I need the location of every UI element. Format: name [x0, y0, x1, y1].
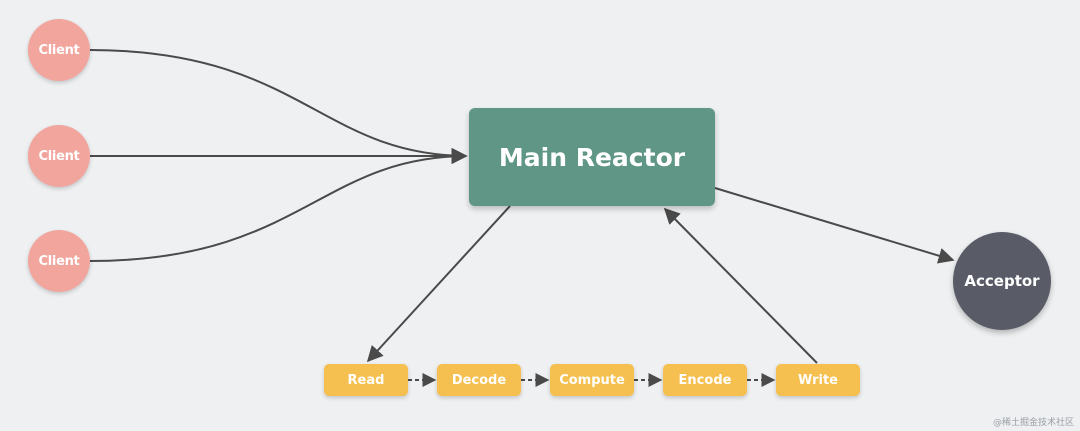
edge-client1-to-reactor [89, 49, 468, 164]
edge-write-to-reactor [663, 207, 818, 364]
acceptor-node: Acceptor [953, 232, 1051, 330]
step-decode: Decode [437, 364, 521, 396]
step-compute: Compute [550, 364, 634, 396]
client-node-2: Client [28, 125, 90, 187]
main-reactor-node: Main Reactor [469, 108, 715, 206]
step-write: Write [776, 364, 860, 396]
watermark-text: @稀土掘金技术社区 [992, 418, 1074, 428]
step-read: Read [324, 364, 408, 396]
edge-client3-to-reactor [89, 148, 468, 262]
edge-reactor-to-read [366, 205, 511, 363]
edge-reactor-to-acceptor [714, 187, 955, 264]
client-node-3: Client [28, 230, 90, 292]
client-node-1: Client [28, 19, 90, 81]
step-encode: Encode [663, 364, 747, 396]
